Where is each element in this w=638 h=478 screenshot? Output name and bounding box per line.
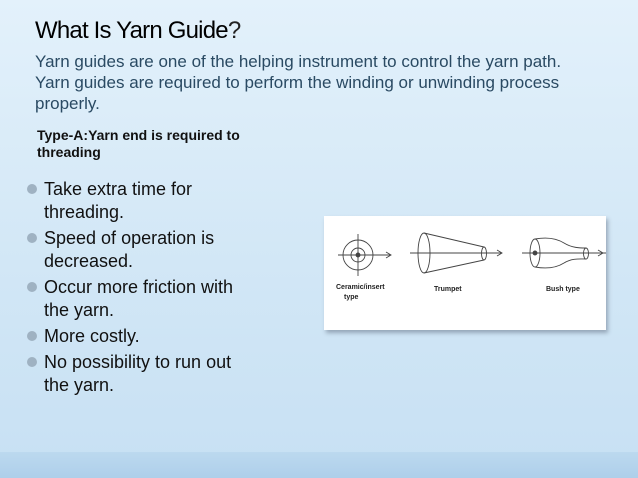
bullet-dot-icon bbox=[27, 233, 37, 243]
bullet-text: No possibility to run out bbox=[44, 352, 232, 372]
bullet-dot-icon bbox=[27, 331, 37, 341]
bullet-dot-icon bbox=[27, 357, 37, 367]
bullet-list: Take extra time for threading. Speed of … bbox=[27, 178, 297, 400]
bullet-text: Take extra time for bbox=[44, 179, 193, 199]
yarn-guide-types-figure: Ceramic/insert type Trumpet Bush type bbox=[324, 216, 606, 330]
label-trumpet: Trumpet bbox=[434, 286, 462, 293]
bullet-text-cont: the yarn. bbox=[44, 300, 115, 320]
label-bush: Bush type bbox=[546, 286, 580, 293]
trumpet-guide-drawing bbox=[410, 232, 503, 274]
ceramic-guide-drawing bbox=[338, 234, 392, 276]
bullet-text: Occur more friction with bbox=[44, 277, 234, 297]
bullet-dot-icon bbox=[27, 282, 37, 292]
title-main: What Is Yarn Guide bbox=[35, 17, 229, 44]
slide-title: What Is Yarn Guide? bbox=[35, 17, 241, 45]
bullet-text-cont: threading. bbox=[44, 202, 125, 222]
bullet-item: No possibility to run out the yarn. bbox=[27, 351, 297, 397]
bullet-text-cont: the yarn. bbox=[44, 375, 115, 395]
label-ceramic-line-1: Ceramic/insert bbox=[336, 284, 385, 291]
bullet-item: Occur more friction with the yarn. bbox=[27, 276, 297, 322]
bullet-dot-icon bbox=[27, 184, 37, 194]
subhead-line-1: Type-A:Yarn end is required to bbox=[37, 127, 240, 143]
bottom-band bbox=[0, 452, 638, 478]
subhead-line-2: threading bbox=[37, 144, 101, 160]
bullet-text: Speed of operation is bbox=[44, 228, 215, 248]
bullet-text-cont: decreased. bbox=[44, 251, 134, 271]
bullet-item: Take extra time for threading. bbox=[27, 178, 297, 224]
bullet-item: More costly. bbox=[27, 325, 297, 348]
title-suffix: ? bbox=[227, 17, 241, 44]
type-a-subheading: Type-A:Yarn end is required to threading bbox=[37, 127, 297, 161]
yarn-guide-diagram: Ceramic/insert type Trumpet Bush type bbox=[336, 232, 606, 301]
bush-guide-drawing bbox=[522, 237, 606, 269]
bullet-text: More costly. bbox=[44, 326, 140, 346]
bullet-item: Speed of operation is decreased. bbox=[27, 227, 297, 273]
intro-paragraph: Yarn guides are one of the helping instr… bbox=[35, 52, 562, 113]
label-ceramic-line-2: type bbox=[344, 294, 359, 301]
